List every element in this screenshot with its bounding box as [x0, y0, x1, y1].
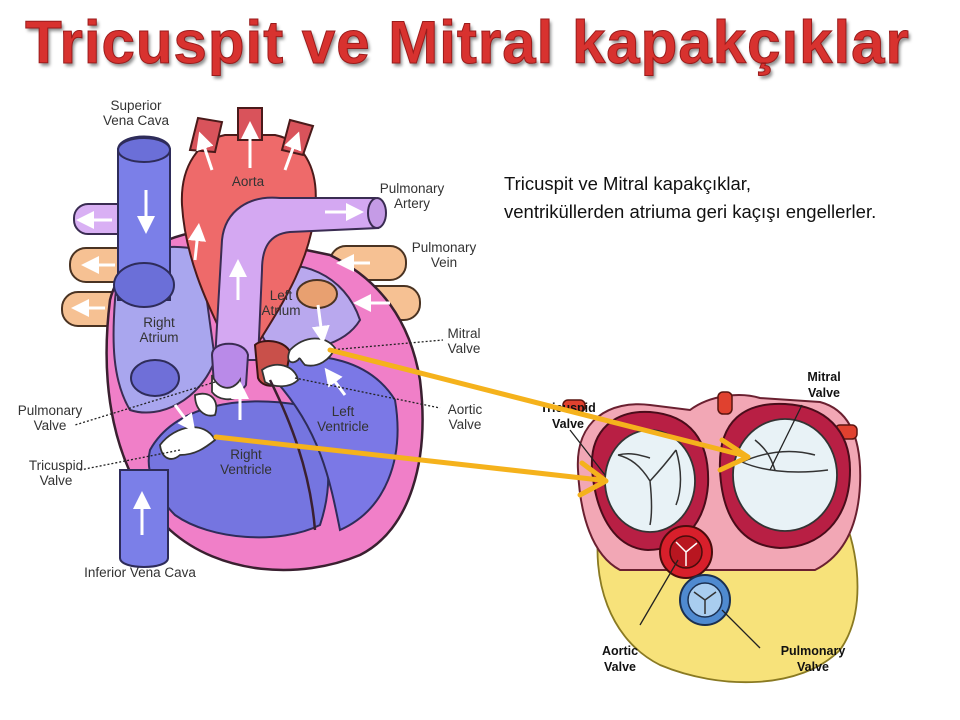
- heart-illustration: Superior Vena Cava Aorta Pulmonary Arter…: [18, 98, 483, 580]
- label-section-pulmonary-2: Valve: [797, 660, 829, 674]
- label-section-aortic-2: Valve: [604, 660, 636, 674]
- inferior-vena-cava: [119, 469, 169, 568]
- label-pulmonary-artery-2: Artery: [394, 196, 430, 211]
- label-mitral-valve-2: Valve: [448, 341, 481, 356]
- label-pulmonary-valve-1: Pulmonary: [18, 403, 83, 418]
- connector-arrows: [213, 347, 751, 498]
- heart-labels: Superior Vena Cava Aorta Pulmonary Arter…: [18, 98, 483, 580]
- label-mitral-valve-1: Mitral: [448, 326, 481, 341]
- label-section-tricuspid-2: Valve: [552, 417, 584, 431]
- label-right-ventricle-2: Ventricle: [220, 462, 272, 477]
- label-tricuspid-valve-1: Tricuspid: [29, 458, 83, 473]
- label-aorta: Aorta: [232, 174, 265, 189]
- valve-cross-section: Mitral Valve Tricuspid Valve Aortic Valv…: [540, 370, 862, 684]
- label-left-atrium-2: Atrium: [261, 303, 300, 318]
- label-pulmonary-vein-2: Vein: [431, 255, 457, 270]
- label-left-ventricle-2: Ventricle: [317, 419, 369, 434]
- label-section-mitral-1: Mitral: [807, 370, 840, 384]
- description-line-2: ventriküllerden atriuma geri kaçışı enge…: [504, 201, 877, 222]
- label-section-mitral-2: Valve: [808, 386, 840, 400]
- label-pulmonary-vein-1: Pulmonary: [412, 240, 477, 255]
- left-ventricle: [274, 355, 399, 532]
- description-text: Tricuspit ve Mitral kapakçıklar, ventrik…: [504, 170, 954, 226]
- label-section-tricuspid-1: Tricuspid: [540, 401, 596, 415]
- label-left-atrium-1: Left: [270, 288, 293, 303]
- label-right-atrium-2: Atrium: [139, 330, 178, 345]
- arrow-mitral-connector: [327, 347, 745, 458]
- label-pulmonary-valve-2: Valve: [34, 418, 67, 433]
- flow-arrows: [71, 121, 390, 535]
- leader-lines: [74, 339, 444, 471]
- label-left-ventricle-1: Left: [332, 404, 355, 419]
- label-section-aortic-1: Aortic: [602, 644, 638, 658]
- label-aortic-valve-1: Aortic: [448, 402, 483, 417]
- mitral-valve-disc: [732, 418, 838, 532]
- label-right-ventricle-1: Right: [230, 447, 262, 462]
- description-line-1: Tricuspit ve Mitral kapakçıklar,: [504, 173, 752, 194]
- section-labels: Mitral Valve Tricuspid Valve Aortic Valv…: [540, 370, 845, 674]
- label-inferior-vena-cava: Inferior Vena Cava: [84, 565, 196, 580]
- arrow-tricuspid-connector: [213, 434, 603, 483]
- label-aortic-valve-2: Valve: [449, 417, 482, 432]
- label-tricuspid-valve-2: Valve: [40, 473, 73, 488]
- label-superior-vena-cava-2: Vena Cava: [103, 113, 170, 128]
- slide-title: Tricuspit ve Mitral kapakçıklar: [25, 9, 910, 77]
- label-pulmonary-artery-1: Pulmonary: [380, 181, 445, 196]
- label-superior-vena-cava-1: Superior: [110, 98, 162, 113]
- label-section-pulmonary-1: Pulmonary: [781, 644, 846, 658]
- label-right-atrium-1: Right: [143, 315, 175, 330]
- section-leader-lines: [569, 404, 803, 649]
